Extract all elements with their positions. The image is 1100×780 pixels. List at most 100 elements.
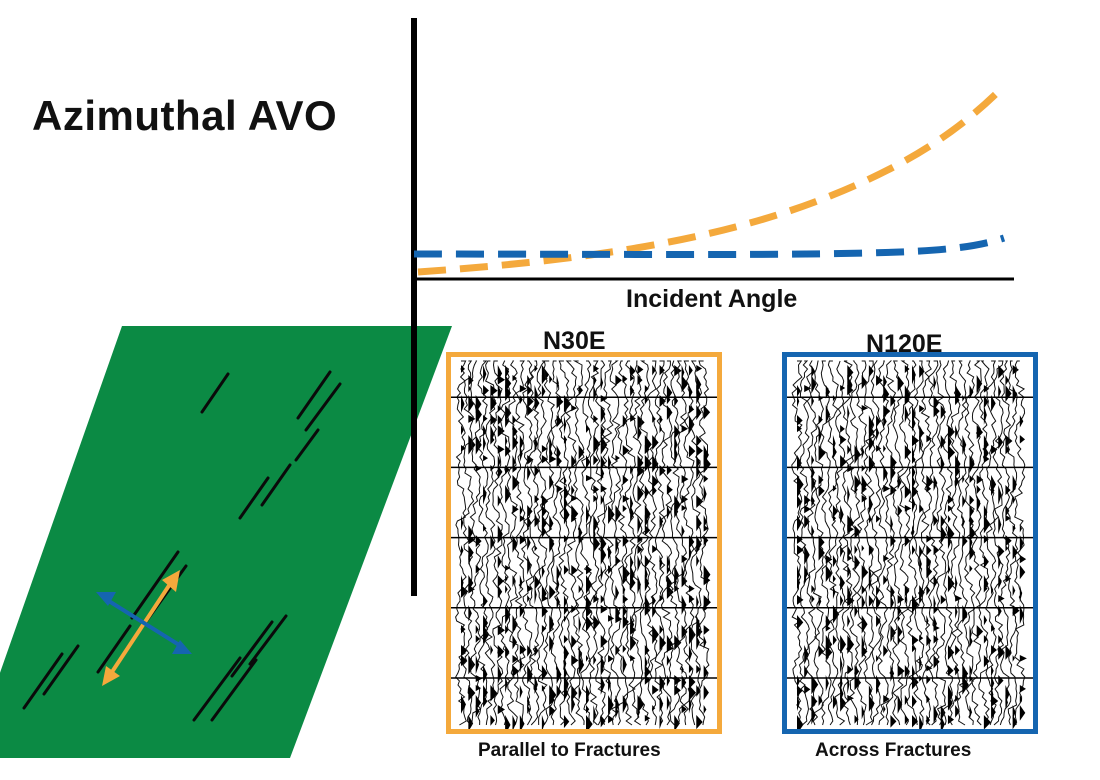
seismic-trace [668, 360, 681, 726]
seismic-lobe [659, 635, 667, 651]
seismic-lobe [483, 365, 487, 384]
seismic-lobe [998, 365, 1005, 379]
seismic-lobe [600, 495, 604, 506]
seismic-lobe [688, 535, 695, 549]
seismic-lobe [659, 675, 666, 693]
seismic-lobe [622, 445, 630, 456]
seismic-lobe [1012, 385, 1017, 404]
seismic-lobe [962, 475, 965, 484]
seismic-lobe [593, 485, 600, 494]
seismic-lobe [527, 665, 533, 684]
seismic-lobe [797, 425, 802, 433]
seismic-lobe [563, 635, 569, 644]
seismic-lobe [825, 625, 831, 632]
seismic-lobe [468, 685, 476, 701]
seismic-lobe [688, 685, 697, 701]
seismic-lobe [505, 675, 508, 694]
seismic-lobe [832, 575, 836, 583]
seismic-lobe [976, 475, 984, 485]
seismic-lobe [868, 695, 875, 712]
seismic-lobe [461, 545, 464, 556]
seismic-lobe [976, 385, 979, 394]
seismic-lobe [490, 715, 495, 726]
seismic-lobe [832, 585, 836, 600]
seismic-lobe [818, 485, 825, 497]
seismic-lobe [840, 655, 843, 674]
seismic-lobe [461, 515, 464, 531]
seismic-lobe [861, 485, 866, 493]
seismic-lobe [637, 425, 642, 441]
seismic-lobe [854, 555, 860, 571]
seismic-lobe [883, 375, 887, 389]
seismic-trace [841, 360, 854, 726]
seismic-lobe [652, 685, 659, 695]
seismic-lobe [600, 675, 605, 695]
seismic-lobe [483, 525, 487, 532]
seismic-lobe [593, 515, 599, 534]
seismic-lobe [998, 385, 1002, 399]
seismic-lobe [919, 425, 924, 441]
seismic-lobe [527, 705, 531, 714]
caption-parallel: Parallel to Fractures [478, 740, 661, 761]
seismic-lobe [861, 405, 869, 412]
seismic-lobe [854, 475, 861, 491]
seismic-lobe [556, 455, 562, 468]
seismic-lobe [681, 525, 685, 538]
seismic-lobe [608, 615, 615, 622]
seismic-lobe [608, 545, 612, 560]
seismic-lobe [933, 405, 940, 418]
seismic-trace [985, 360, 997, 726]
seismic-lobe [919, 655, 922, 671]
seismic-lobe [461, 655, 468, 667]
seismic-lobe [497, 645, 505, 659]
seismic-trace [949, 360, 961, 726]
seismic-lobe [804, 685, 811, 694]
seismic-lobe [468, 715, 474, 729]
seismic-lobe [847, 675, 850, 695]
seismic-lobe [840, 545, 844, 558]
seismic-lobe [703, 595, 711, 610]
seismic-lobe [586, 455, 591, 470]
seismic-trace [587, 360, 600, 726]
seismic-lobe [832, 695, 838, 710]
seismic-lobe [926, 545, 932, 556]
seismic-lobe [883, 575, 888, 586]
seismic-lobe [696, 685, 701, 697]
seismic-lobe [696, 595, 699, 610]
seismic-lobe [854, 485, 858, 495]
seismic-lobe [512, 625, 516, 634]
seismic-lobe [847, 525, 854, 534]
seismic-lobe [490, 435, 495, 445]
seismic-lobe [541, 445, 548, 453]
seismic-lobe [912, 415, 916, 432]
seismic-lobe [622, 475, 629, 485]
seismic-lobe [483, 665, 488, 684]
seismic-lobe [703, 485, 707, 504]
seismic-trace [827, 360, 839, 726]
seismic-lobe [674, 685, 681, 696]
seismic-lobe [608, 455, 612, 471]
seismic-lobe [868, 515, 873, 524]
seismic-lobe [983, 505, 988, 520]
seismic-lobe [991, 695, 999, 707]
seismic-lobe [897, 375, 904, 392]
seismic-lobe [468, 605, 472, 622]
seismic-trace [913, 360, 925, 726]
seismic-lobe [868, 685, 872, 698]
seismic-lobe [912, 525, 915, 539]
seismic-lobe [703, 635, 707, 650]
seismic-lobe [1019, 605, 1024, 625]
seismic-lobe [505, 715, 511, 729]
seismic-lobe [804, 385, 812, 393]
seismic-lobe [644, 485, 650, 500]
seismic-lobe [652, 545, 658, 554]
seismic-lobe [955, 665, 960, 676]
seismic-lobe [861, 615, 868, 634]
seismic-lobe [586, 695, 590, 705]
seismic-lobe [541, 665, 548, 682]
seismic-lobe [497, 555, 502, 569]
seismic-lobe [615, 535, 619, 555]
seismic-lobe [1012, 715, 1018, 729]
seismic-lobe [622, 585, 626, 595]
seismic-lobe [818, 445, 826, 462]
